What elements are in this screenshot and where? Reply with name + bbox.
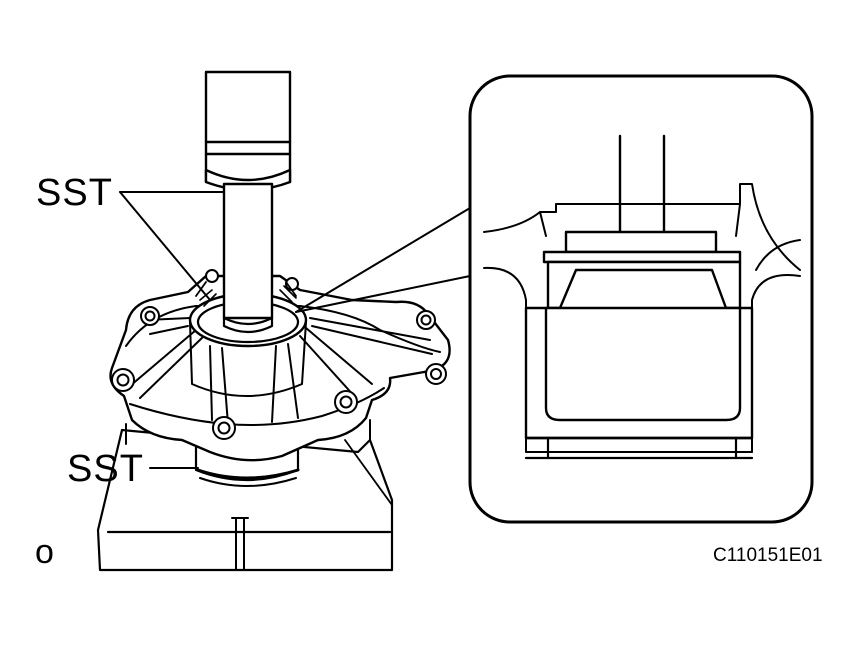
orientation-mark: o <box>35 533 54 571</box>
support-block <box>96 428 394 572</box>
press-ram <box>204 70 292 192</box>
callout-detail <box>468 74 814 524</box>
upper-sst-shaft <box>222 182 274 334</box>
sst-label-bottom: SST <box>67 448 144 490</box>
figure-code: C110151E01 <box>713 545 823 566</box>
leader-lines <box>119 191 225 469</box>
sst-label-top: SST <box>36 172 113 214</box>
callout-pointer <box>295 207 471 313</box>
